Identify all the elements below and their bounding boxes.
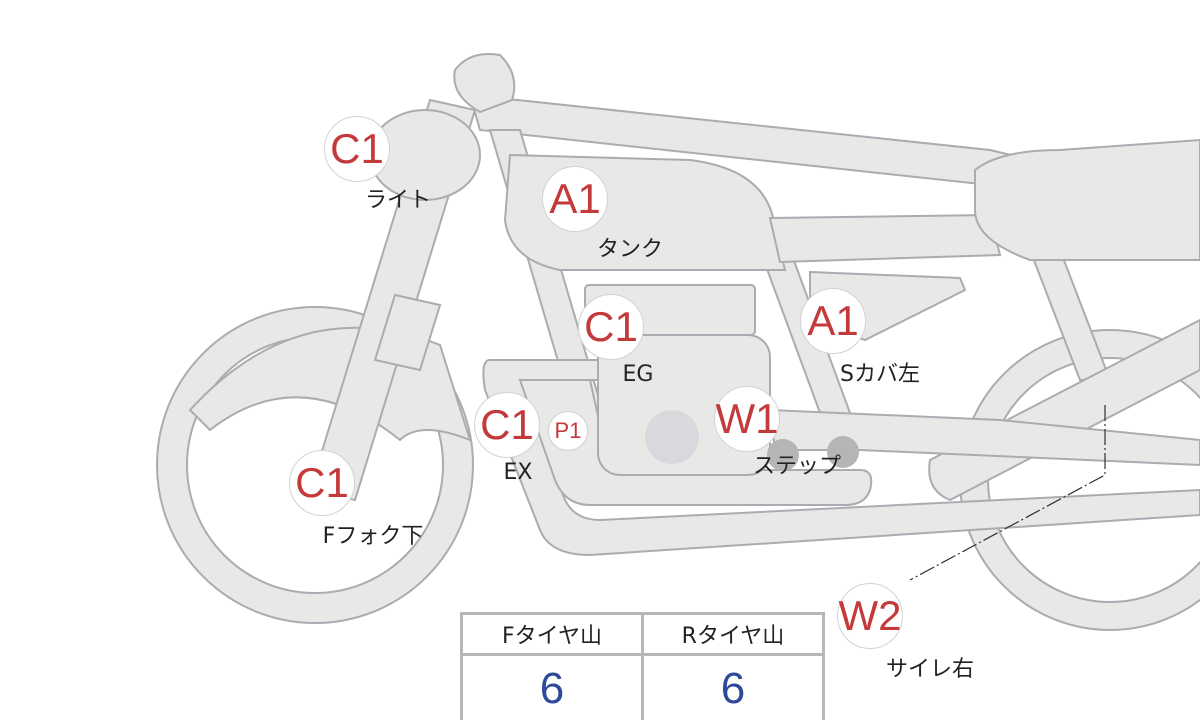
- rear-tire-tread-value: 6: [641, 653, 825, 720]
- grade-badge-front-fork-lower: C1: [289, 450, 355, 516]
- grade-badge-step: W1: [714, 386, 780, 452]
- label-exhaust: EX: [503, 460, 533, 485]
- rear-seat: [974, 138, 1200, 261]
- rear-tire-tread-header: Rタイヤ山: [641, 612, 825, 656]
- grade-badge-muffler-right: W2: [837, 583, 903, 649]
- muffler-indicator-line: [909, 405, 1106, 581]
- label-light: ライト: [364, 188, 432, 213]
- front-tire-tread-value: 6: [460, 653, 644, 720]
- label-engine: EG: [622, 362, 654, 387]
- grade-badge-light: C1: [324, 116, 390, 182]
- grade-badge-tank: A1: [542, 166, 608, 232]
- label-muffler-right: サイレ右: [885, 657, 975, 682]
- label-front-fork-lower: Fフォク下: [322, 524, 424, 549]
- tire-tread-table: Fタイヤ山 Rタイヤ山 6 6: [460, 612, 825, 720]
- front-tire-tread-header: Fタイヤ山: [460, 612, 644, 656]
- frame-top: [468, 93, 1200, 232]
- label-step: ステップ: [752, 454, 842, 479]
- grade-badge-p1: P1: [548, 411, 588, 451]
- handlebar: [453, 53, 516, 114]
- seat: [768, 213, 1002, 264]
- label-tank: タンク: [596, 237, 664, 262]
- grade-badge-exhaust: C1: [474, 392, 540, 458]
- grade-badge-engine: C1: [578, 294, 644, 360]
- label-side-cover-left: Sカバ左: [840, 362, 920, 387]
- grade-badge-side-cover-left: A1: [800, 288, 866, 354]
